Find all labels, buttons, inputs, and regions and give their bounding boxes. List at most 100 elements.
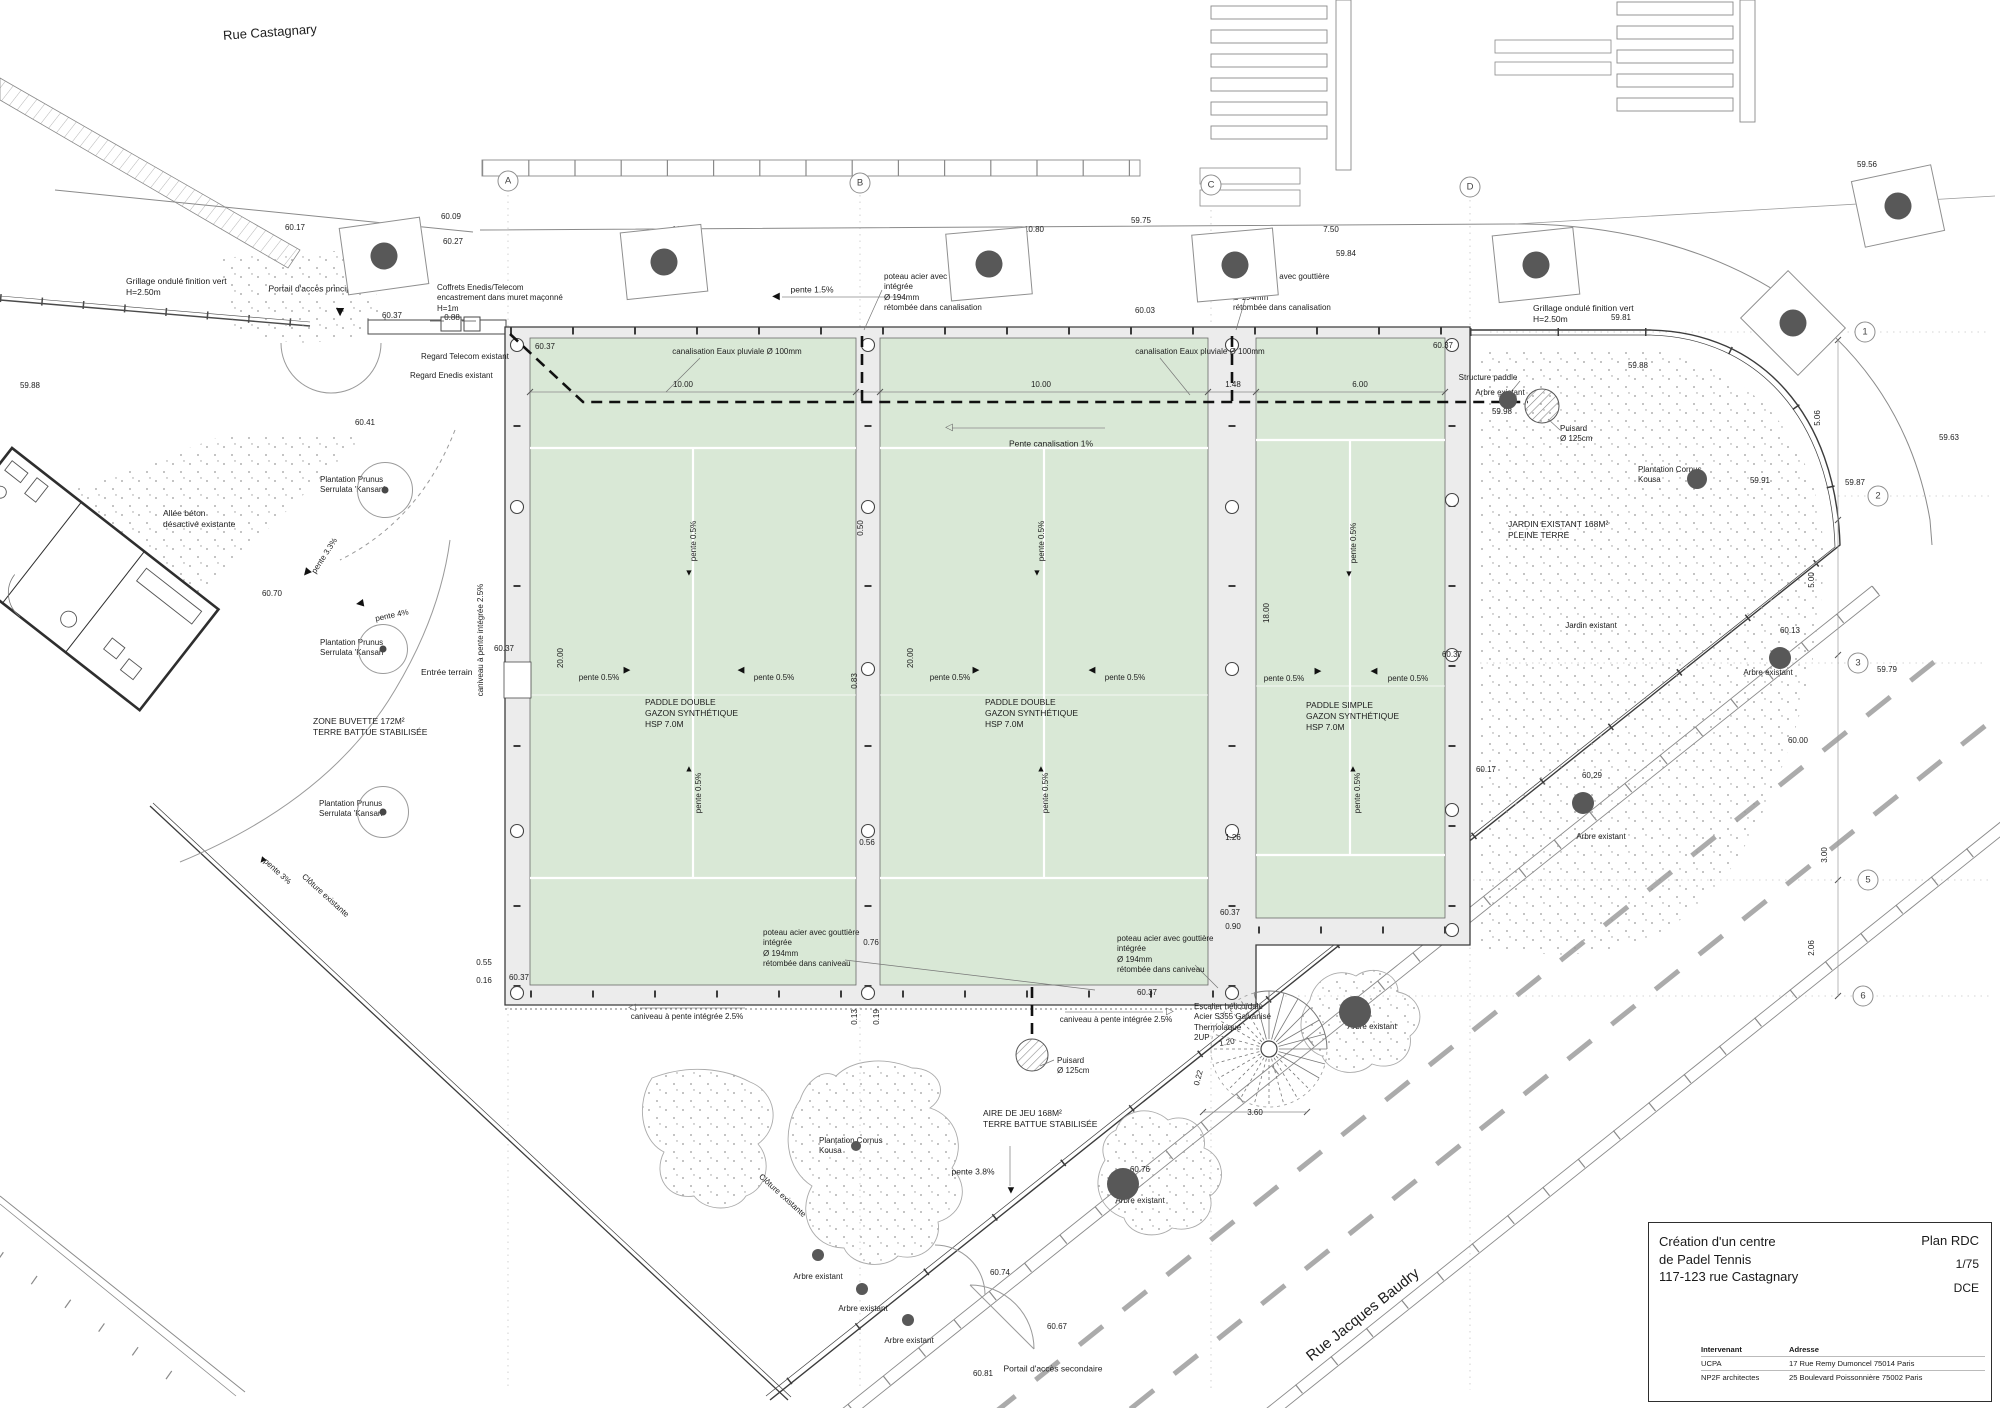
post-icon [860, 337, 876, 353]
tree-icon [379, 808, 387, 816]
post-icon [509, 985, 525, 1001]
grid-bubble-3: 3 [1847, 652, 1869, 674]
grid-bubble-c: C [1200, 174, 1222, 196]
post-icon [860, 499, 876, 515]
pente-05-arrow: ▶ [1314, 665, 1322, 676]
portail-arrow: ▼ [333, 303, 347, 319]
tree-icon [851, 1141, 861, 1151]
paver-strip-top [481, 159, 1141, 177]
pente-4-arrow: ◀ [355, 597, 365, 610]
fence-main [765, 328, 1843, 1402]
spiral-staircase [1210, 990, 1328, 1108]
project-title: Création d'un centre de Padel Tennis 117… [1659, 1234, 1799, 1285]
sidewalk-hatch [0, 77, 301, 269]
grid-bubble-1: 1 [1854, 321, 1876, 343]
post-icon [1224, 823, 1240, 839]
pente-15-arrow: ◀ [772, 291, 780, 302]
canalisation-dashed [509, 333, 1528, 1040]
tree-icon [368, 240, 400, 272]
tree-pit [1191, 227, 1279, 303]
puisard-right [1524, 388, 1560, 424]
grid-bubble-d: D [1459, 176, 1481, 198]
grid-bubble-2: 2 [1867, 485, 1889, 507]
pente-05-arrow: ▼ [1344, 568, 1354, 579]
grid-bubble-b: B [849, 172, 871, 194]
tree-icon [1521, 250, 1551, 280]
post-icon [509, 337, 525, 353]
jardin-existant-area [1478, 348, 1824, 955]
pente-05-arrow: ▼ [684, 567, 694, 578]
post-icon [1444, 647, 1460, 663]
pente-05-arrow: ◀ [1370, 665, 1378, 676]
tree-icon [1339, 996, 1371, 1028]
post-icon [860, 661, 876, 677]
tree-icon [1499, 391, 1517, 409]
pente-05-arrow: ◀ [1088, 664, 1096, 675]
plan-name: Plan RDC [1921, 1233, 1979, 1248]
street-corner-bl [0, 1195, 246, 1397]
pente-canal-arrow: ◁ [945, 422, 953, 433]
muret [367, 319, 507, 335]
post-icon [1224, 661, 1240, 677]
post-icon [1444, 492, 1460, 508]
tree-pit [1491, 226, 1581, 304]
post-icon [1444, 337, 1460, 353]
pente-05-arrow: ▼ [1032, 567, 1042, 578]
building-buvette [0, 446, 221, 712]
post-icon [860, 823, 876, 839]
tree-icon [974, 249, 1004, 279]
tree-icon [379, 645, 387, 653]
post-icon [509, 823, 525, 839]
tree-icon [649, 247, 679, 277]
grid-bubble-6: 6 [1852, 985, 1874, 1007]
tree-icon [381, 486, 389, 494]
cloture-existante [149, 802, 792, 1401]
crosswalk-bars [1210, 0, 1756, 171]
pente-05-arrow: ▶ [623, 664, 631, 675]
post-icon [860, 985, 876, 1001]
title-block: Création d'un centre de Padel Tennis 117… [1648, 1222, 1992, 1402]
tree-icon [1220, 250, 1250, 280]
plan-scale: 1/75 [1955, 1257, 1979, 1271]
tree-canopy [357, 462, 413, 518]
tree-icon [902, 1314, 914, 1326]
pente-05-arrow: ▲ [684, 763, 694, 774]
tree-icon [1881, 189, 1915, 223]
tree-icon [1773, 303, 1813, 343]
pente-05-arrow: ▶ [972, 664, 980, 675]
zone-buvette-arc [179, 539, 451, 863]
pente-05-arrow: ▲ [1036, 763, 1046, 774]
tree-icon [1572, 792, 1594, 814]
tree-pit [619, 223, 709, 301]
post-icon [1444, 802, 1460, 818]
post-icon [1224, 499, 1240, 515]
puisard-bottom [1015, 1038, 1049, 1072]
caniveau-arrow: ▷ [1166, 1006, 1174, 1017]
tree-pit [338, 216, 430, 296]
planting-blobs [641, 969, 1421, 1265]
allee-beton-area [60, 435, 365, 600]
plan-phase: DCE [1953, 1281, 1979, 1295]
post-icon [509, 499, 525, 515]
tree-icon [1107, 1168, 1139, 1200]
tree-canopy [357, 786, 409, 838]
grid-bubble-a: A [497, 170, 519, 192]
tree-icon [812, 1249, 824, 1261]
gate-arcs [280, 342, 382, 394]
grid-bubble-5: 5 [1857, 869, 1879, 891]
post-icon [1224, 985, 1240, 1001]
tree-pit [945, 226, 1033, 302]
tree-icon [1769, 647, 1791, 669]
court-markings [530, 438, 1445, 880]
terrain-entrance [503, 661, 532, 699]
pente-05-arrow: ◀ [737, 664, 745, 675]
caniveau-arrow: ◁ [628, 1002, 636, 1013]
pente-05-arrow: ▲ [1348, 763, 1358, 774]
tree-icon [1687, 469, 1707, 489]
